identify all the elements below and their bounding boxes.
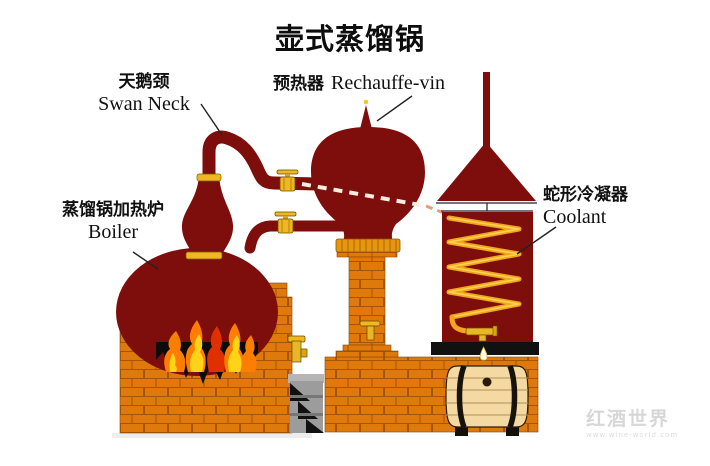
- barrel-foot: [455, 426, 468, 436]
- condenser-cone: [437, 142, 536, 201]
- swan-neck-label-en: Swan Neck: [98, 92, 190, 115]
- column-base: [342, 344, 392, 352]
- watermark-url-text: www.wine-world.com: [586, 431, 679, 439]
- watermark-logo-text: 红酒世界: [586, 408, 671, 430]
- vapor-pipe-dashed: [425, 204, 450, 217]
- rechauffe-pointer: [376, 95, 413, 122]
- flame-core: [169, 353, 177, 372]
- valve-upper: [276, 169, 299, 192]
- barrel-hoop: [456, 364, 467, 429]
- condenser-vent-pipe: [483, 72, 490, 148]
- rechauffe-vessel: [301, 99, 450, 253]
- swan-neck-pipe: [202, 130, 325, 191]
- flame: [164, 331, 186, 372]
- barrel-body: [445, 365, 529, 428]
- distillate-drop: [479, 346, 488, 361]
- internal-pipe-dashed: [301, 182, 427, 208]
- barrel-foot: [506, 426, 519, 436]
- neck-band-lower: [185, 251, 223, 260]
- pipes: [202, 130, 350, 254]
- vessel-finial: [360, 105, 372, 129]
- vessel-basket: [335, 238, 401, 253]
- swan-neck-label-zh: 天鹅颈: [118, 72, 170, 92]
- coolant-label-en: Coolant: [543, 205, 607, 228]
- pointer-lines: [132, 95, 557, 270]
- rechauffe-label-zh: 预热器: [273, 74, 324, 94]
- site-watermark: 红酒世界 www.wine-world.com: [586, 404, 686, 439]
- vessel-body: [311, 127, 425, 247]
- boiler-label: 蒸馏锅加热炉 Boiler: [52, 200, 174, 244]
- diagram-title: 壶式蒸馏锅: [274, 22, 425, 56]
- boiler-label-en: Boiler: [88, 220, 138, 243]
- neck-band-upper: [196, 173, 222, 182]
- spirit-faucet: [287, 335, 308, 363]
- column-base: [335, 350, 399, 358]
- barrel-bung: [482, 377, 492, 387]
- column-tap: [359, 320, 381, 341]
- steps: [288, 374, 324, 433]
- condenser-rim: [436, 202, 537, 212]
- rechauffe-label-en: Rechauffe-vin: [331, 72, 446, 94]
- condenser-tower: [431, 72, 539, 361]
- swan-neck-pointer: [200, 103, 223, 136]
- vessel-finial-tip: [363, 99, 369, 105]
- condenser-coil: [446, 215, 522, 334]
- brick-column: [335, 248, 399, 358]
- boiler-neck: [181, 176, 234, 257]
- flame-core: [228, 335, 242, 372]
- swan-neck-label: 天鹅颈 Swan Neck: [85, 72, 203, 116]
- fire: [156, 320, 258, 384]
- flame: [207, 326, 226, 372]
- furnace-shadow: [112, 433, 312, 438]
- coolant-pointer: [516, 226, 557, 255]
- flame: [241, 335, 257, 372]
- coolant-label: 蛇形冷凝器 Coolant: [543, 185, 663, 229]
- condenser-outlet-tap: [465, 325, 498, 342]
- flame-core: [190, 334, 204, 372]
- barrel: [445, 364, 529, 436]
- boiler-label-zh: 蒸馏锅加热炉: [62, 200, 164, 220]
- coolant-label-zh: 蛇形冷凝器: [543, 185, 628, 205]
- boiler-pointer: [132, 251, 159, 270]
- valve-lower: [274, 211, 297, 234]
- barrel-hoop: [507, 364, 518, 429]
- condenser-base: [431, 342, 539, 355]
- rechauffe-label: 预热器 Rechauffe-vin: [273, 72, 445, 95]
- wine-feed-pipe: [244, 220, 350, 254]
